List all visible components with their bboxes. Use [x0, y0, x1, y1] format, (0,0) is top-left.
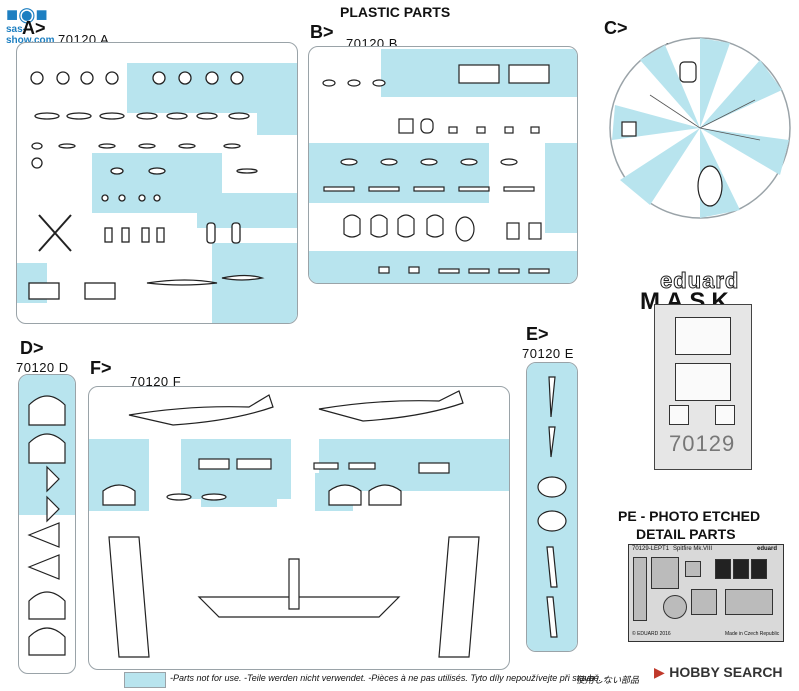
sprue-b-parts — [322, 64, 550, 274]
sprue-d-code: 70120 D — [16, 360, 69, 375]
mask-number: 70129 — [669, 431, 736, 456]
pe-fret-code: 70129-LEPT1 — [632, 546, 670, 552]
sprue-d-letter: D> — [20, 338, 44, 358]
logo-glyphs: ■◉■ — [6, 4, 48, 26]
pe-made-in: Made in Czech Republic — [725, 631, 780, 637]
watermark-bottom-text: HOBBY SEARCH — [669, 664, 783, 680]
watermark-top: sas-show.com — [6, 24, 55, 46]
sprue-e-parts — [537, 376, 567, 638]
pe-title-line1: PE - PHOTO ETCHED — [618, 508, 761, 524]
sprue-f-code: 70120 F — [130, 374, 182, 389]
sprue-f-frame — [88, 386, 510, 670]
sprue-c-code: 70120 C — [666, 40, 719, 55]
mask-sheet: 70129 — [654, 304, 752, 470]
site-logo: ■◉■ sas-show.com — [4, 2, 70, 46]
sprue-a-frame — [16, 42, 298, 324]
sprue-d-frame — [18, 374, 76, 674]
pe-title-line2: DETAIL PARTS — [636, 526, 736, 542]
legend-text: -Parts not for use. -Teile werden nicht … — [170, 673, 607, 683]
sprue-e-letter: E> — [526, 324, 549, 344]
pe-copyright: © EDUARD 2016 — [632, 631, 671, 637]
sprue-a-parts — [28, 71, 265, 300]
sprue-f-letter: F> — [90, 358, 112, 378]
sprue-f-parts — [102, 390, 480, 658]
legend-text-jp: 使用しない部品 — [576, 675, 640, 685]
pe-fret: 70129-LEPT1 Spitfire Mk.VIII eduard © ED… — [628, 544, 784, 642]
sprue-e-code: 70120 E — [522, 346, 574, 361]
pe-fret-name: Spitfire Mk.VIII — [673, 546, 713, 552]
page-title: PLASTIC PARTS — [340, 4, 451, 20]
pe-fret-brand: eduard — [757, 546, 778, 552]
legend-swatch — [124, 672, 166, 688]
sprue-e-frame — [526, 362, 578, 652]
sprue-b-letter: B> — [310, 22, 334, 42]
sprue-d-parts — [27, 395, 66, 656]
watermark-bottom: ▶ HOBBY SEARCH — [654, 664, 794, 684]
sprue-a-letter: A> — [22, 18, 46, 38]
sprue-c-letter: C> — [604, 18, 628, 38]
sprue-b-frame — [308, 46, 578, 284]
watermark-logo-icon: ▶ — [654, 664, 665, 680]
mask-brand: eduard — [659, 268, 740, 294]
